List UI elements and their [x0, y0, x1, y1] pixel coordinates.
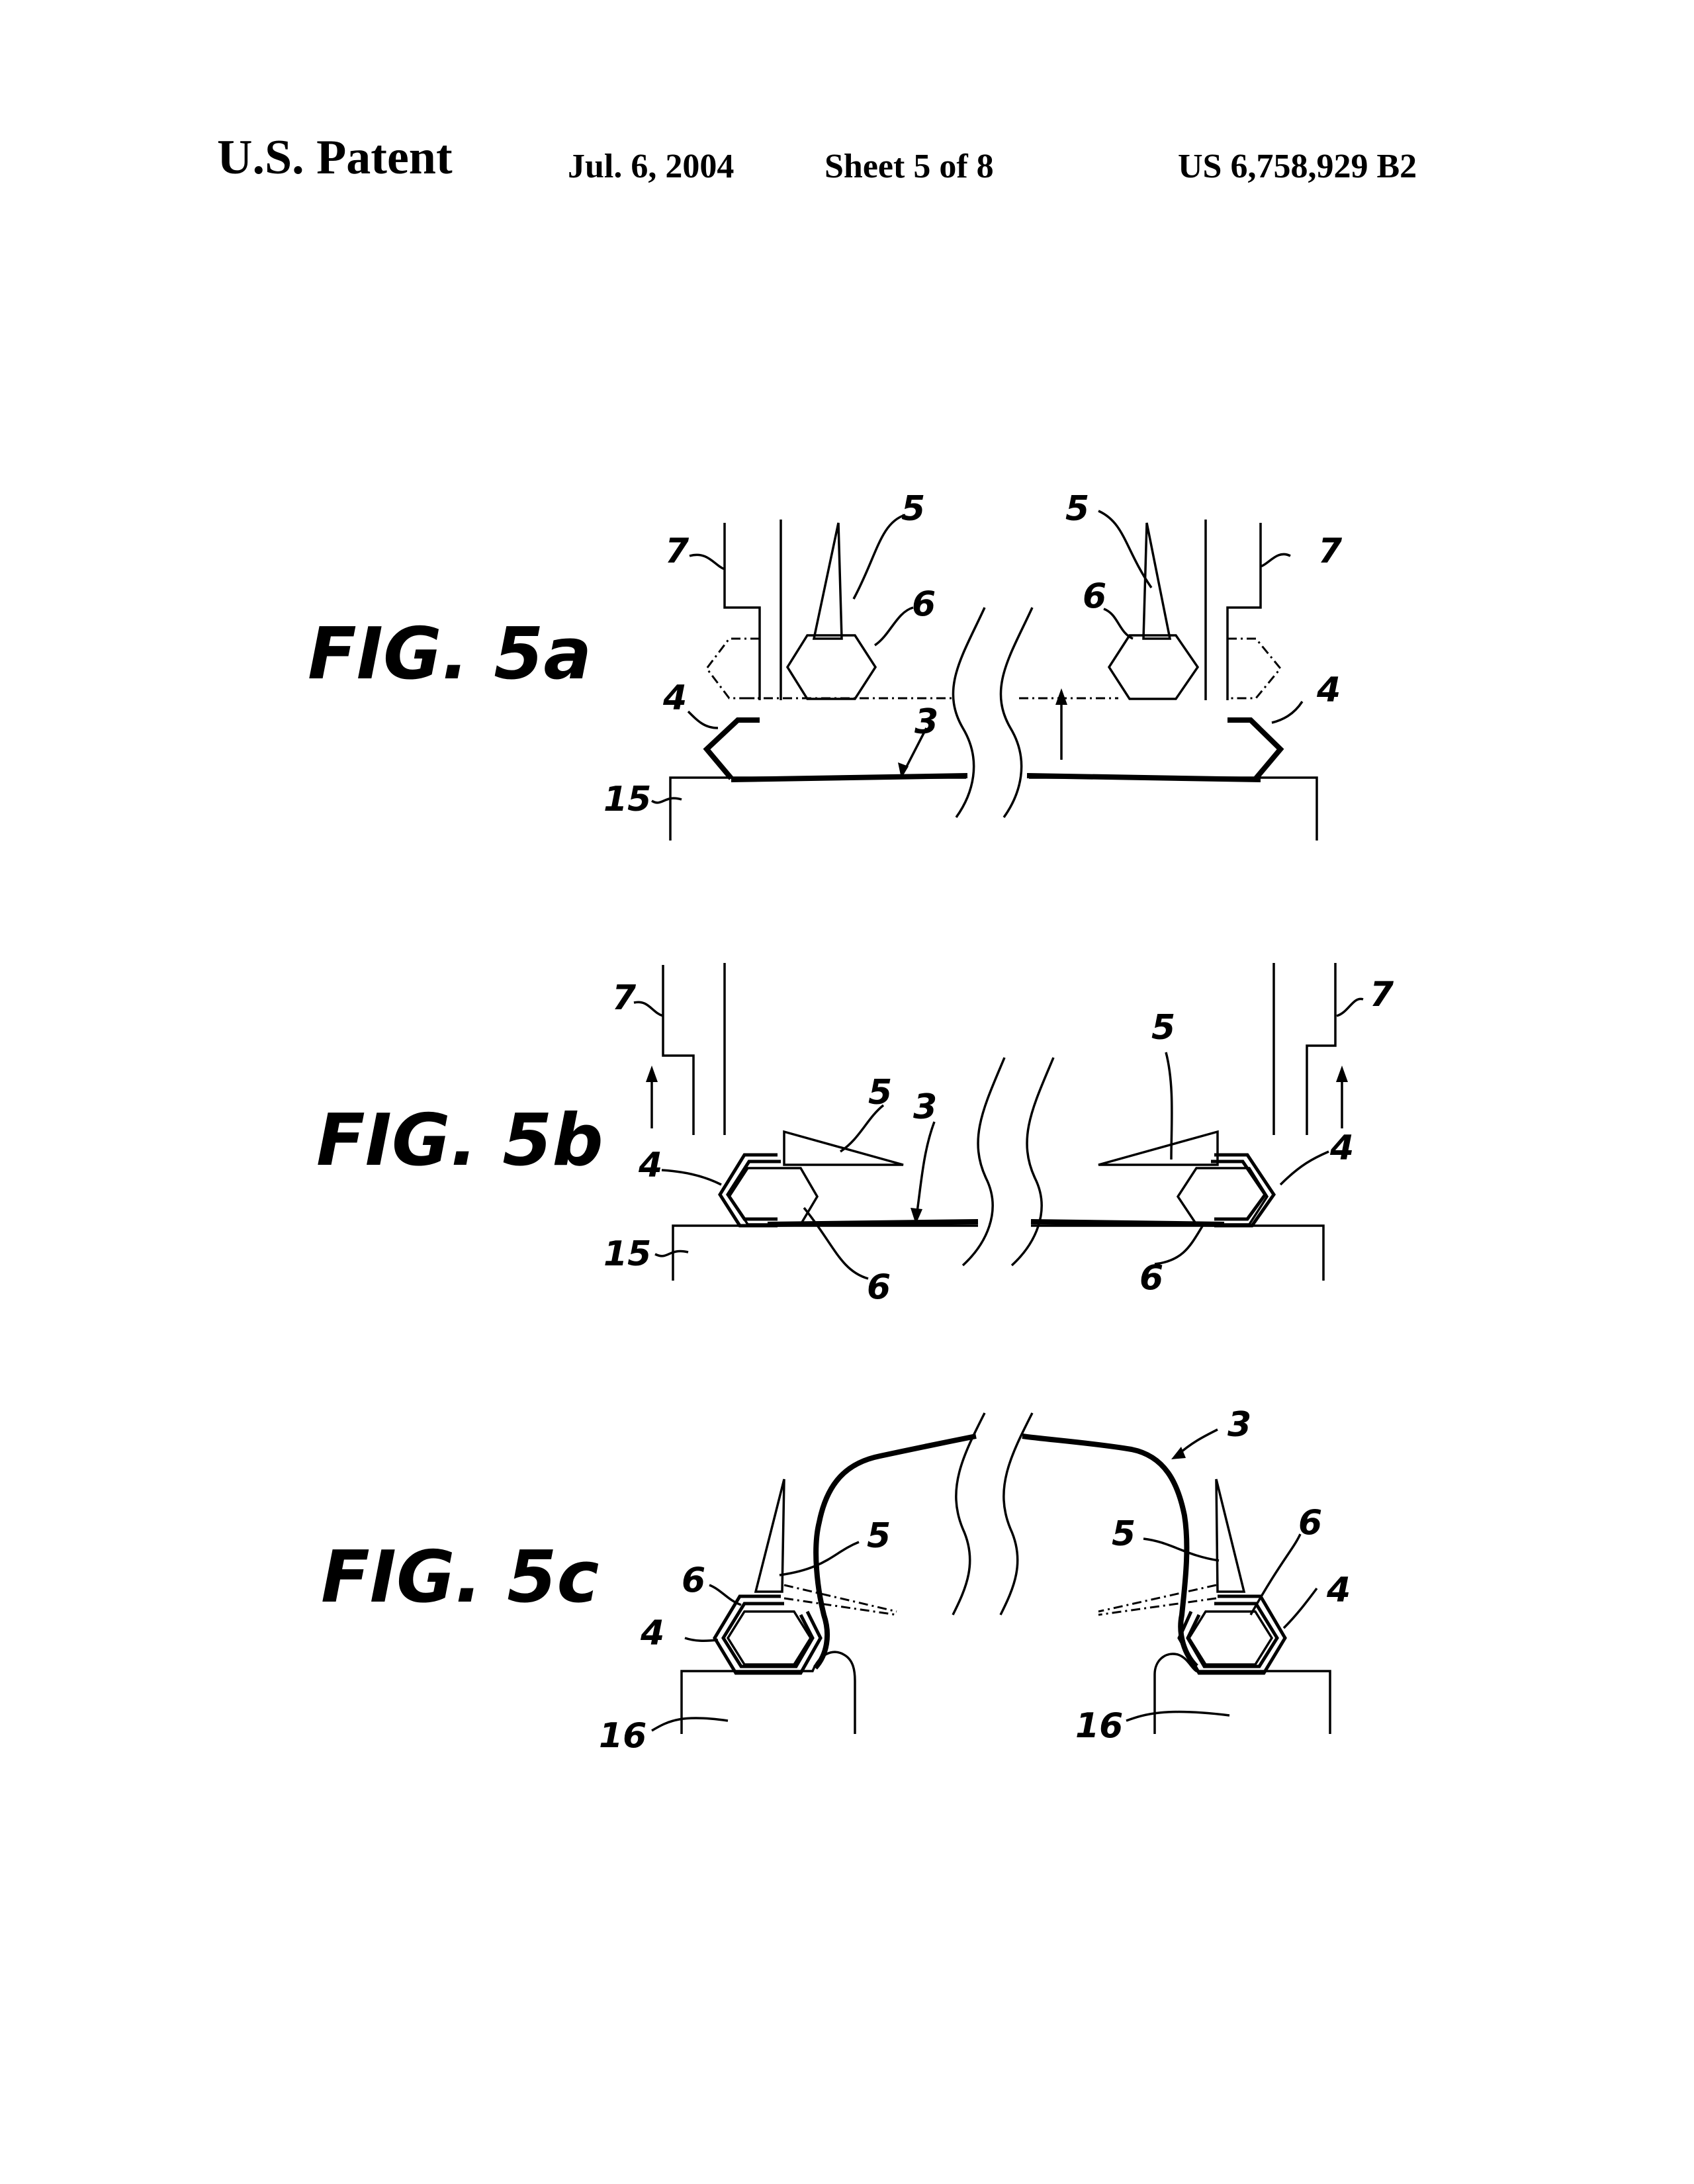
carcass-3-right	[1022, 1436, 1196, 1666]
pusher-7-left-outer	[663, 965, 693, 1135]
figure-5a: FIG. 5a	[308, 489, 1343, 841]
base-15-left	[673, 1226, 978, 1281]
leader-6-right	[1251, 1534, 1300, 1615]
bead-core-6-right	[1109, 635, 1198, 699]
pusher-7-right-outer	[1227, 523, 1261, 700]
bead-core-6-right	[1189, 1612, 1272, 1664]
ref-5-left: 5	[868, 1073, 892, 1113]
holder-5-right	[1098, 1132, 1218, 1165]
leader-7-left	[634, 1002, 663, 1016]
bead-core-phantom-right	[1227, 639, 1280, 698]
leader-6-left	[804, 1208, 868, 1279]
bead-4-left-outer	[720, 1155, 778, 1226]
bead-core-6-left	[787, 635, 875, 699]
ref-7-left: 7	[665, 531, 690, 571]
ref-5-left: 5	[867, 1516, 891, 1556]
leader-16-left	[652, 1718, 728, 1731]
leader-4-left	[662, 1170, 721, 1185]
leader-5-right	[1143, 1539, 1219, 1561]
leader-7-right	[1261, 554, 1290, 567]
ref-6-right: 6	[1139, 1258, 1163, 1298]
leader-6-right	[1104, 609, 1133, 639]
ref-5-left: 5	[901, 489, 925, 529]
break-line-b2	[1012, 1058, 1053, 1265]
leader-7-right	[1337, 999, 1363, 1016]
leader-4-right	[1284, 1588, 1317, 1628]
base-15-right	[1031, 1226, 1323, 1281]
ref-3: 3	[913, 1087, 937, 1127]
bead-core-6-left	[728, 1612, 811, 1664]
figure-5c: FIG. 5c 5	[321, 1405, 1351, 1756]
pusher-7-right-outer	[1307, 963, 1335, 1135]
ref-5-right: 5	[1065, 489, 1089, 529]
figure-5b-label: FIG. 5b	[316, 1099, 603, 1182]
ref-3: 3	[914, 702, 938, 742]
ref-7-right: 7	[1370, 975, 1394, 1015]
retract-arrow-left-icon	[646, 1066, 658, 1082]
ref-6-right: 6	[1083, 576, 1106, 616]
figure-5b: FIG. 5b	[316, 963, 1394, 1307]
leader-15	[655, 1251, 688, 1255]
retract-arrow-right-icon	[1336, 1066, 1348, 1082]
ref-6-left: 6	[912, 584, 936, 624]
leader-6-left	[709, 1585, 741, 1605]
sheet-3-right	[1027, 776, 1261, 780]
ref-15: 15	[603, 780, 651, 819]
lift-arrow-icon	[1055, 688, 1067, 705]
ref-6-left: 6	[867, 1267, 891, 1307]
ref-6-left: 6	[682, 1561, 705, 1600]
leader-15	[652, 798, 682, 803]
figure-5c-label: FIG. 5c	[321, 1536, 599, 1619]
leader-3	[916, 1122, 934, 1216]
ref-4-right: 4	[1326, 1570, 1351, 1610]
ref-6-right: 6	[1298, 1503, 1322, 1543]
ref-4-right: 4	[1316, 670, 1341, 710]
leader-16-right	[1126, 1712, 1229, 1721]
bead-4-right	[1227, 720, 1280, 778]
break-line-a2	[1001, 608, 1032, 817]
ref-4-left: 4	[640, 1614, 664, 1653]
ref-15: 15	[603, 1234, 651, 1274]
ref-4-left: 4	[662, 678, 687, 718]
pusher-7-left-outer	[725, 523, 760, 700]
ref-7-right: 7	[1318, 531, 1343, 571]
ref-4-left: 4	[638, 1146, 662, 1185]
leader-5-left	[854, 515, 905, 599]
leader-5-right	[1166, 1052, 1172, 1160]
ref-5-right: 5	[1151, 1008, 1175, 1048]
sheet-3-left	[731, 776, 967, 780]
leader-4-left	[688, 711, 718, 728]
ref-3: 3	[1227, 1405, 1251, 1445]
break-line-c1	[953, 1413, 985, 1615]
holder-5-left	[814, 523, 842, 639]
ref-16-left: 16	[599, 1716, 646, 1756]
base-15-right	[1029, 778, 1317, 841]
holder-5-right	[1216, 1479, 1244, 1592]
holder-phantom-left-a	[784, 1585, 897, 1612]
leader-4-right	[1272, 702, 1302, 723]
base-15-left	[670, 778, 966, 841]
ref-7-left: 7	[612, 978, 637, 1018]
bead-core-phantom-left	[707, 639, 760, 698]
leader-4-right	[1280, 1152, 1329, 1185]
break-line-a1	[953, 608, 985, 817]
figure-5a-label: FIG. 5a	[308, 613, 592, 696]
ref-16-right: 16	[1075, 1706, 1123, 1746]
leader-7-left	[690, 555, 725, 569]
ref-5-right: 5	[1112, 1514, 1136, 1554]
ref-4-right: 4	[1329, 1128, 1354, 1168]
leader-6-left	[875, 608, 913, 645]
break-line-b1	[963, 1058, 1004, 1265]
break-line-c2	[1001, 1413, 1032, 1615]
